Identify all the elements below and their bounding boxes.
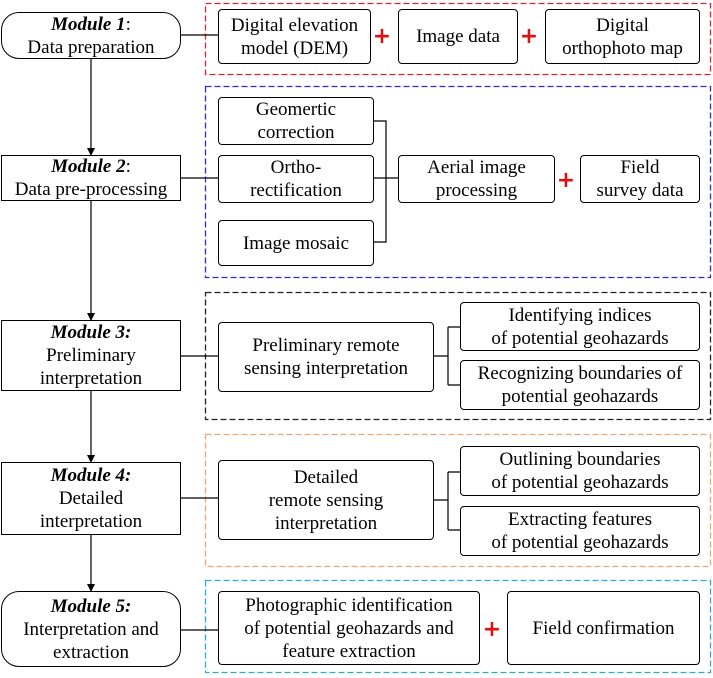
extracting-label-1: Extracting features xyxy=(507,509,652,530)
prelim-label-1: Preliminary remote xyxy=(252,335,400,356)
module-4-label-1: Detailed xyxy=(58,488,124,509)
module-3-box: Module 3: Preliminary interpretation xyxy=(1,320,181,391)
field-survey-box: Field survey data xyxy=(580,155,700,203)
indices-label-2: of potential geohazards xyxy=(491,327,669,349)
geometric-correction-box: Geomertic correction xyxy=(218,97,374,145)
module-2-title: Module 2 xyxy=(51,156,126,177)
module-3-label-2: interpretation xyxy=(39,368,143,389)
module-4-box: Module 4: Detailed interpretation xyxy=(1,462,181,535)
field-confirmation-box: Field confirmation xyxy=(507,591,700,665)
boundaries-label-1: Recognizing boundaries of xyxy=(477,363,683,384)
identifying-indices-box: Identifying indices of potential geohaza… xyxy=(460,302,700,351)
extracting-label-2: of potential geohazards xyxy=(491,532,669,553)
dem-label-2: model (DEM) xyxy=(240,37,349,59)
photo-label-2: of potential geohazards and xyxy=(244,617,454,639)
bracket-group3 xyxy=(434,326,460,386)
orthophoto-label-2: orthophoto map xyxy=(562,37,683,59)
indices-label-1: Identifying indices xyxy=(508,304,652,326)
bracket-group4 xyxy=(434,471,460,531)
group2-frame xyxy=(204,85,712,279)
photo-label-3: feature extraction xyxy=(282,640,416,662)
module-2-label: Data pre-processing xyxy=(14,179,168,200)
plus-sign: + xyxy=(519,24,539,49)
group4-frame xyxy=(204,433,712,568)
outlining-label-1: Outlining boundaries xyxy=(499,449,661,470)
detailed-interpretation-box: Detailed remote sensing interpretation xyxy=(218,460,434,540)
outlining-label-2: of potential geohazards xyxy=(491,472,669,493)
plus-sign: + xyxy=(372,24,392,49)
field-survey-label-1: Field xyxy=(620,157,660,178)
module-5-label-2: extraction xyxy=(53,641,129,663)
module-3-label-1: Preliminary xyxy=(46,345,136,366)
group1-frame xyxy=(204,2,712,76)
geometric-label-1: Geomertic xyxy=(255,99,337,120)
preliminary-interpretation-box: Preliminary remote sensing interpretatio… xyxy=(218,322,434,392)
module-2-sep: : xyxy=(125,156,131,177)
confirm-label: Field confirmation xyxy=(532,617,675,639)
module-1-box: Module 1: Data preparation xyxy=(1,12,181,59)
plus-sign: + xyxy=(556,168,576,193)
image-mosaic-box: Image mosaic xyxy=(218,220,374,266)
detailed-label-3: interpretation xyxy=(274,512,378,534)
module-1-title: Module 1 xyxy=(51,13,126,35)
module-1-sep: : xyxy=(125,13,131,35)
detailed-label-1: Detailed xyxy=(293,466,359,488)
image-data-label: Image data xyxy=(416,26,500,47)
image-data-box: Image data xyxy=(398,9,518,64)
ortho-rectification-box: Ortho- rectification xyxy=(218,155,374,203)
group5-frame xyxy=(204,579,712,674)
module-4-title: Module 4: xyxy=(50,465,132,486)
prelim-label-2: sensing interpretation xyxy=(243,358,409,379)
module-3-title: Module 3: xyxy=(50,322,132,343)
bracket-group2 xyxy=(374,120,398,243)
mosaic-label: Image mosaic xyxy=(242,232,350,254)
module-5-title: Module 5: xyxy=(50,595,132,617)
outlining-boundaries-box: Outlining boundaries of potential geohaz… xyxy=(460,446,700,496)
ortho-label-2: rectification xyxy=(250,180,342,201)
aerial-label-2: processing xyxy=(435,180,518,201)
ortho-label-1: Ortho- xyxy=(270,157,322,178)
orthophoto-label-1: Digital xyxy=(596,14,649,36)
module-1-label: Data preparation xyxy=(27,36,155,58)
photographic-identification-box: Photographic identification of potential… xyxy=(218,591,480,665)
plus-sign: + xyxy=(482,617,502,642)
dem-label-1: Digital elevation xyxy=(230,14,359,36)
photo-label-1: Photographic identification xyxy=(245,594,453,616)
module-2-box: Module 2: Data pre-processing xyxy=(1,155,181,201)
dem-box: Digital elevation model (DEM) xyxy=(218,9,371,64)
module-5-box: Module 5: Interpretation and extraction xyxy=(1,591,181,667)
geometric-label-2: correction xyxy=(257,122,335,143)
extracting-features-box: Extracting features of potential geohaza… xyxy=(460,506,700,556)
recognizing-boundaries-box: Recognizing boundaries of potential geoh… xyxy=(460,360,700,410)
orthophoto-box: Digital orthophoto map xyxy=(545,9,700,64)
module-5-label-1: Interpretation and xyxy=(23,618,159,640)
detailed-label-2: remote sensing xyxy=(268,489,384,511)
module-4-label-2: interpretation xyxy=(39,511,143,532)
aerial-label-1: Aerial image xyxy=(427,157,526,178)
aerial-image-processing-box: Aerial image processing xyxy=(398,155,555,203)
boundaries-label-2: potential geohazards xyxy=(501,386,659,407)
field-survey-label-2: survey data xyxy=(596,180,684,201)
